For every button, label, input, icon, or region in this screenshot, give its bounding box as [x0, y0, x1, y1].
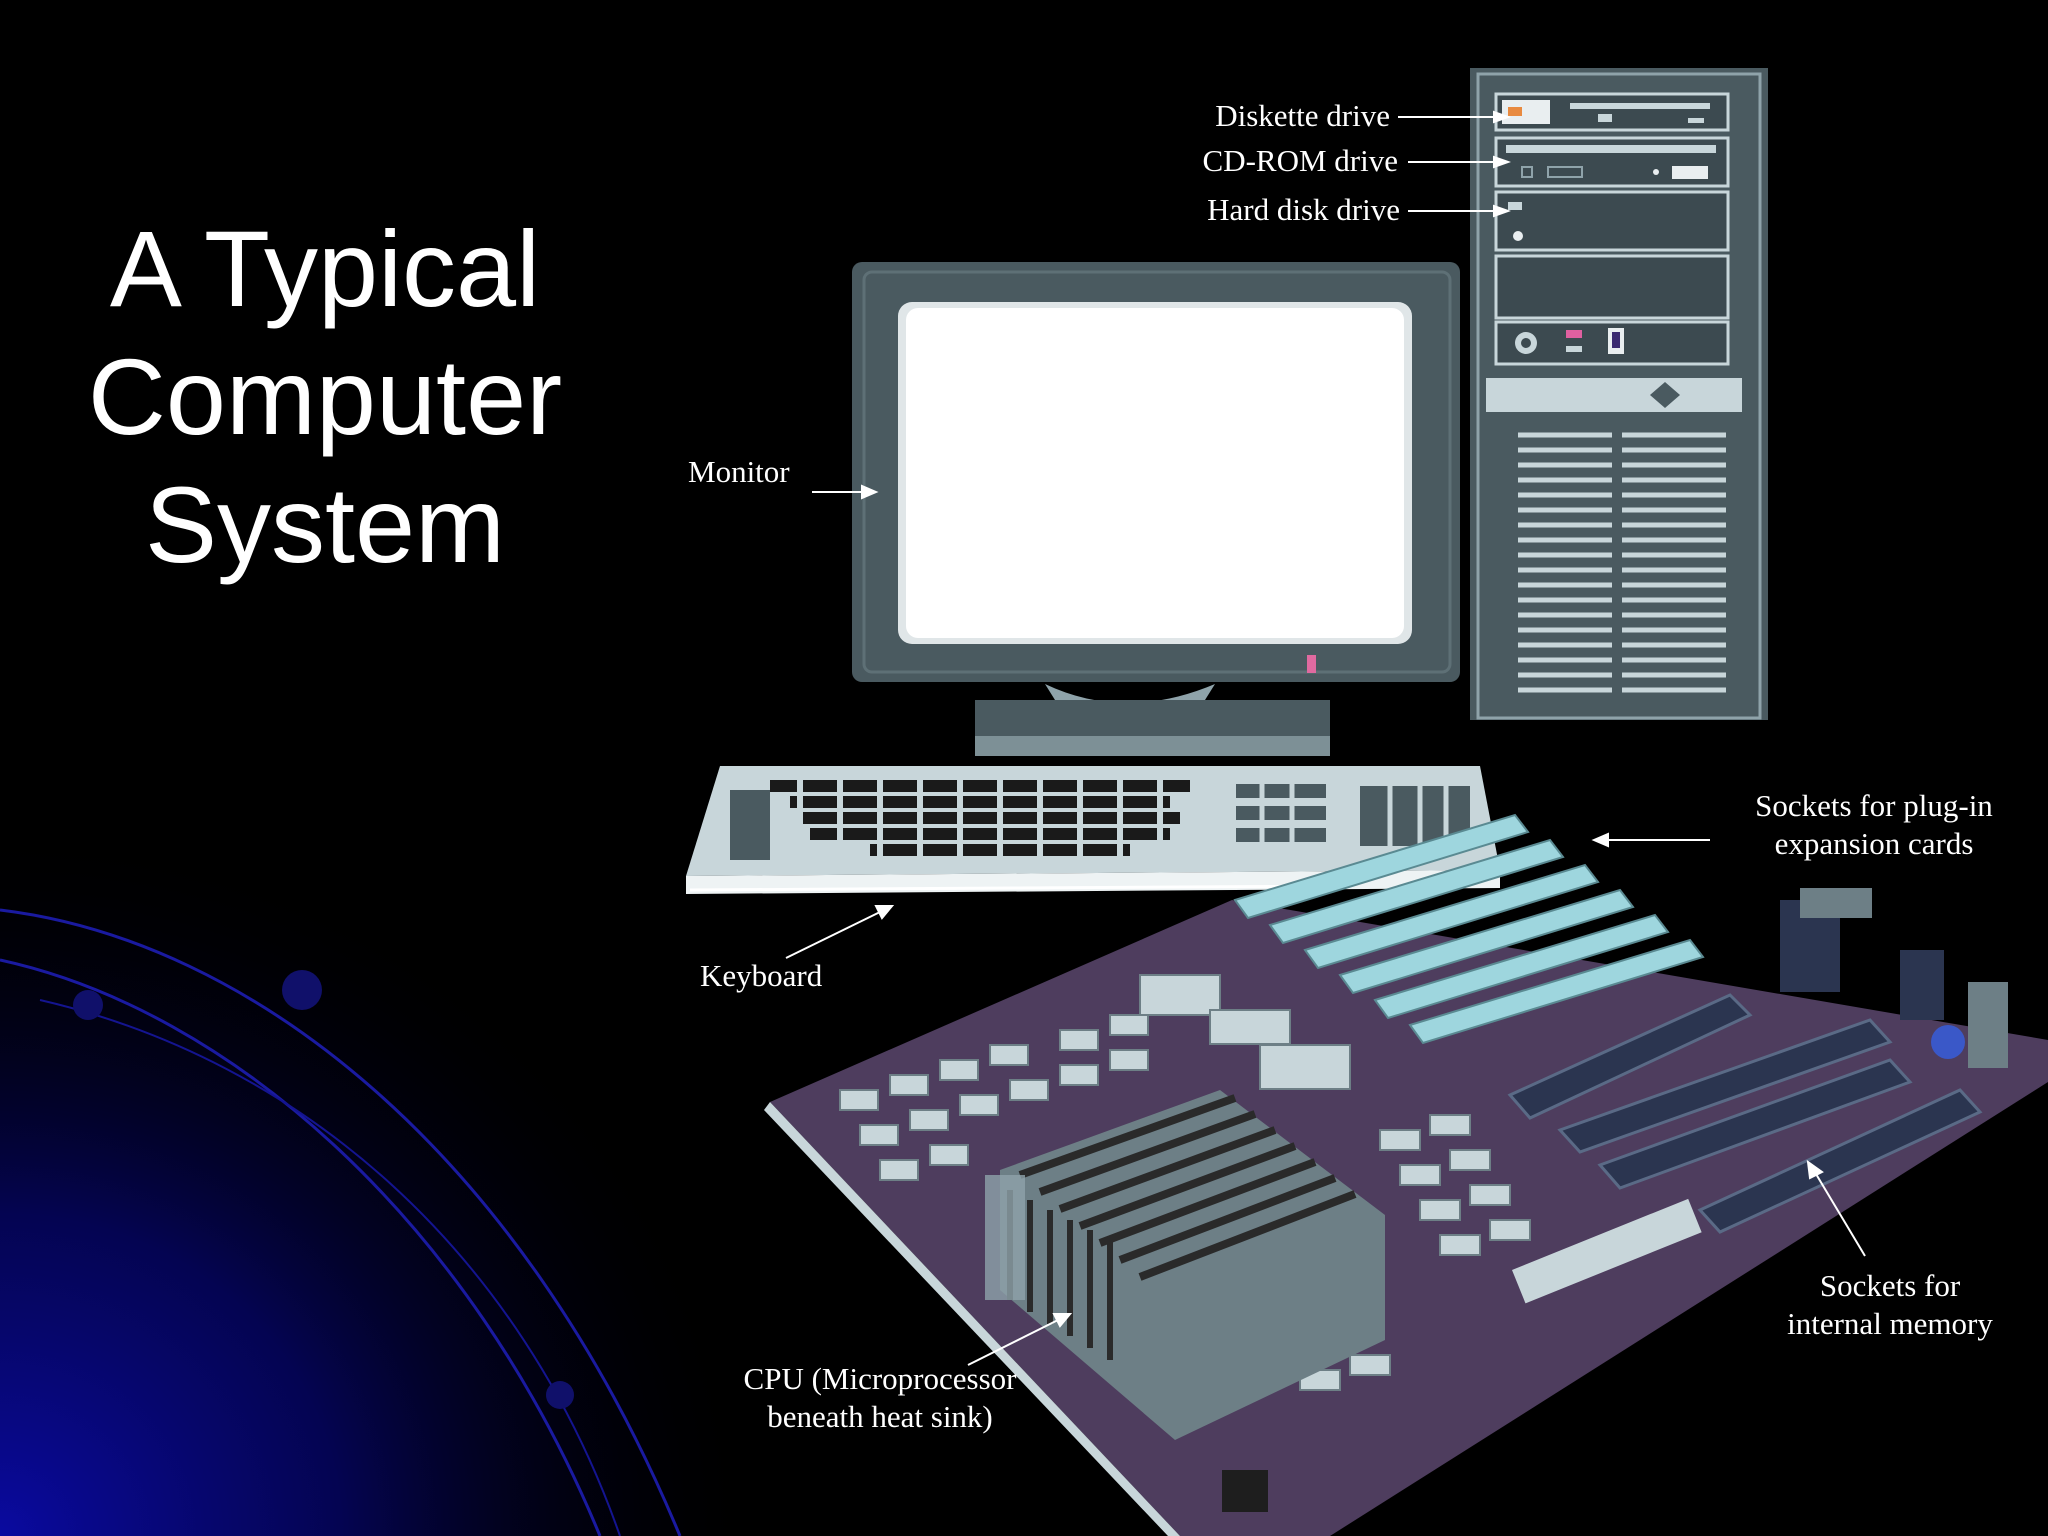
slide-title: A Typical Computer System: [20, 205, 630, 589]
cd-rom-drive: [1494, 136, 1730, 188]
diskette-drive: [1494, 92, 1730, 132]
title-line-2: Computer: [87, 336, 563, 457]
label-expansion-sockets: Sockets for plug-in expansion cards: [1700, 787, 2048, 863]
monitor: [852, 262, 1460, 756]
tower-case: [1470, 68, 1768, 720]
keyboard: [686, 766, 1500, 894]
label-monitor: Monitor: [688, 454, 790, 489]
title-line-1: A Typical: [109, 208, 541, 329]
label-expansion-line-2: expansion cards: [1774, 826, 1974, 861]
tower-vents: [1518, 432, 1726, 693]
io-ports: [1780, 888, 2008, 1068]
label-hard-disk-drive: Hard disk drive: [1207, 192, 1400, 227]
annotation-arrows: [785, 110, 1866, 1366]
title-line-3: System: [144, 464, 506, 585]
label-expansion-line-1: Sockets for plug-in: [1755, 788, 1993, 823]
label-cpu-line-2: beneath heat sink): [767, 1399, 993, 1434]
label-cd-rom-drive: CD-ROM drive: [1202, 143, 1398, 178]
label-memory-line-2: internal memory: [1787, 1306, 1993, 1341]
background-swirl: [0, 820, 760, 1536]
label-cpu-line-1: CPU (Microprocessor: [743, 1361, 1017, 1396]
motherboard: [764, 813, 2048, 1536]
label-memory-sockets: Sockets for internal memory: [1740, 1267, 2040, 1343]
label-cpu: CPU (Microprocessor beneath heat sink): [700, 1360, 1060, 1436]
label-diskette-drive: Diskette drive: [1215, 98, 1390, 133]
label-memory-line-1: Sockets for: [1819, 1268, 1961, 1303]
expansion-slots: [1233, 813, 1705, 1045]
memory-sockets: [1507, 993, 1983, 1234]
heat-sink: [985, 1090, 1385, 1440]
hard-disk-drive: [1494, 190, 1730, 252]
label-keyboard: Keyboard: [700, 958, 823, 993]
